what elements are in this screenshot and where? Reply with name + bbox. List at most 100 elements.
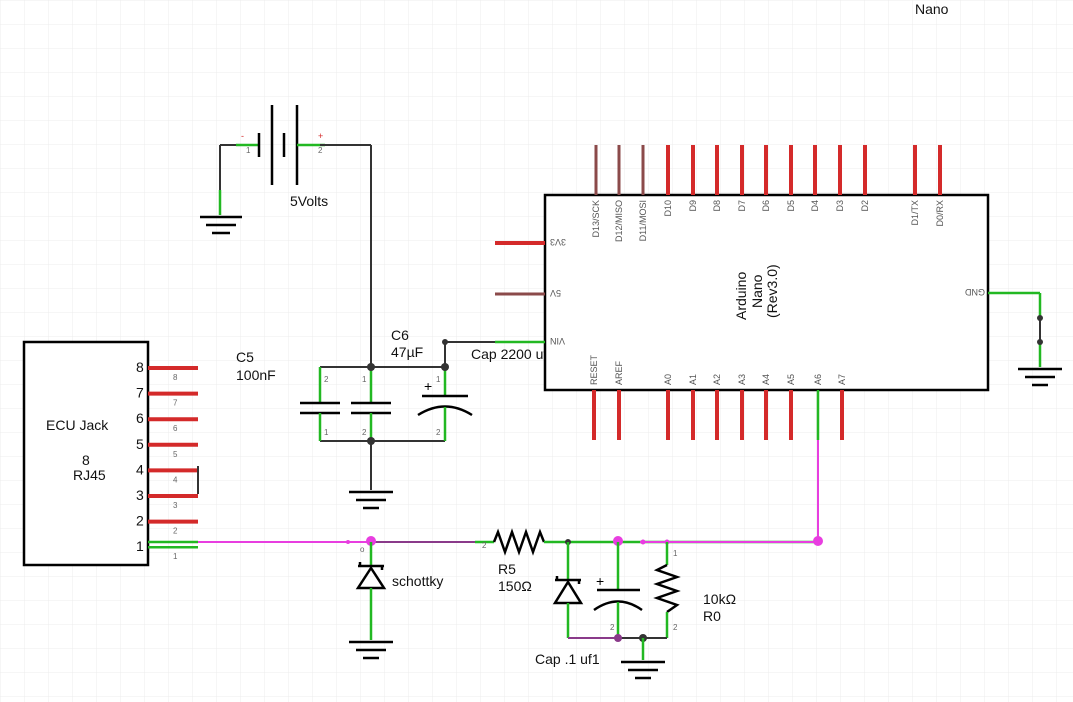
ecu-pin-label: 4: [173, 475, 178, 484]
junction-dot: [640, 539, 646, 545]
arduino-pin-label: D6: [761, 200, 771, 212]
page-title: Nano: [915, 1, 949, 17]
cap-small-label: Cap .1 uf1: [535, 651, 600, 667]
svg-text:2: 2: [673, 623, 678, 632]
ecu-pin-label: 5: [173, 450, 178, 459]
arduino-pin-label: AREF: [614, 360, 624, 385]
schottky-diode[interactable]: o: [355, 542, 387, 640]
arduino-pin-label: D11/MOSI: [638, 200, 648, 241]
r5-value: 150Ω: [498, 578, 532, 594]
svg-text:1: 1: [324, 428, 329, 437]
schottky-label: schottky: [392, 573, 443, 589]
ecu-pin-number: 5: [136, 436, 144, 452]
arduino-pin-label: A3: [737, 374, 747, 385]
capacitor-c6[interactable]: 1 2: [351, 367, 391, 441]
zener-diode[interactable]: [552, 542, 584, 638]
battery-pin2: 2: [318, 146, 323, 155]
r0-name: R0: [703, 608, 721, 624]
arduino-pin-label: 5V: [550, 288, 561, 298]
arduino-nano[interactable]: [543, 193, 990, 392]
r0-value: 10kΩ: [703, 591, 736, 607]
arduino-label-2: Nano: [749, 274, 765, 308]
cap-small-plus: +: [596, 573, 604, 589]
ecu-pin-label: 3: [173, 501, 178, 510]
arduino-pin-label: GND: [965, 287, 986, 297]
svg-text:1: 1: [362, 375, 367, 384]
ecu-pin-number: 7: [136, 385, 144, 401]
arduino-pin-label: 3V3: [550, 237, 566, 247]
ecu-pin-number: 1: [136, 538, 144, 554]
r5-name: R5: [498, 561, 516, 577]
arduino-pin-label: RESET: [589, 354, 599, 385]
battery-minus-sign: -: [241, 131, 244, 141]
arduino-pin-label: A7: [837, 374, 847, 385]
ecu-pin-number: 3: [136, 487, 144, 503]
arduino-pin-label: D9: [688, 200, 698, 212]
battery-label: 5Volts: [290, 193, 328, 209]
capacitor-0-1uf[interactable]: + 2: [593, 542, 643, 638]
resistor-r0[interactable]: 1 2: [653, 542, 681, 638]
arduino-pin-label: D4: [810, 200, 820, 212]
arduino-pin-label: D2: [860, 200, 870, 212]
junction-dot: [614, 634, 622, 642]
arduino-label-1: Arduino: [733, 272, 749, 320]
junction-dot: [1037, 315, 1043, 321]
junction-dot: [366, 536, 376, 546]
cap-2200-plus: +: [424, 378, 432, 394]
junction-dot: [346, 540, 350, 544]
c5-value: 100nF: [236, 367, 276, 383]
capacitor-c5[interactable]: 2 1: [300, 367, 340, 441]
arduino-pin-label: A2: [712, 374, 722, 385]
ecu-pin-label: 8: [173, 373, 178, 382]
capacitor-2200uf[interactable]: + 1 2: [417, 342, 473, 441]
svg-text:1: 1: [673, 549, 678, 558]
ground-symbol: [1018, 367, 1062, 387]
ecu-pin-number: 2: [136, 513, 144, 529]
junction-dot: [613, 536, 623, 546]
ecu-jack-rj45[interactable]: [22, 340, 150, 567]
ecu-pin-label: 7: [173, 399, 178, 408]
arduino-pin-label: D7: [737, 200, 747, 212]
ecu-pin-number: 4: [136, 461, 144, 477]
battery-plus-sign: +: [318, 131, 323, 141]
ecu-jack-label: ECU Jack: [46, 417, 109, 433]
arduino-pin-label: D1/TX: [910, 200, 920, 226]
ground-symbol: [349, 490, 393, 510]
ecu-jack-pin-count: 8: [82, 452, 90, 468]
battery-pin1: 1: [246, 146, 251, 155]
arduino-pin-label: A5: [786, 374, 796, 385]
svg-text:2: 2: [324, 375, 329, 384]
arduino-pin-label: D13/SCK: [591, 200, 601, 238]
svg-text:2: 2: [610, 623, 615, 632]
arduino-pin-label: A1: [688, 374, 698, 385]
junction-dot: [1037, 339, 1043, 345]
resistor-r5[interactable]: 2: [475, 528, 568, 556]
arduino-pin-label: D0/RX: [935, 200, 945, 227]
ecu-pin-label: 1: [173, 552, 178, 561]
ecu-pin-number: 6: [136, 410, 144, 426]
ecu-pin-label: 2: [173, 527, 178, 536]
c5-name: C5: [236, 349, 254, 365]
arduino-pin-label: D8: [712, 200, 722, 212]
svg-text:2: 2: [436, 428, 441, 437]
arduino-label-3: (Rev3.0): [764, 264, 780, 318]
svg-text:o: o: [360, 545, 365, 554]
ground-symbol: [621, 660, 665, 680]
arduino-pin-label: D3: [835, 200, 845, 212]
ecu-pin-number: 8: [136, 359, 144, 375]
ground-symbol: [200, 215, 242, 235]
c6-name: C6: [391, 327, 409, 343]
arduino-pin-label: A0: [663, 374, 673, 385]
battery-5v[interactable]: - + 1 2: [220, 105, 371, 185]
ground-symbol: [349, 640, 393, 660]
arduino-pin-label: D5: [786, 200, 796, 212]
svg-text:2: 2: [482, 541, 487, 550]
arduino-pin-label: VIN: [550, 336, 565, 346]
arduino-pin-label: A4: [761, 374, 771, 385]
arduino-pin-label: D12/MISO: [614, 200, 624, 242]
junction-dot: [367, 363, 375, 371]
svg-text:2: 2: [362, 428, 367, 437]
